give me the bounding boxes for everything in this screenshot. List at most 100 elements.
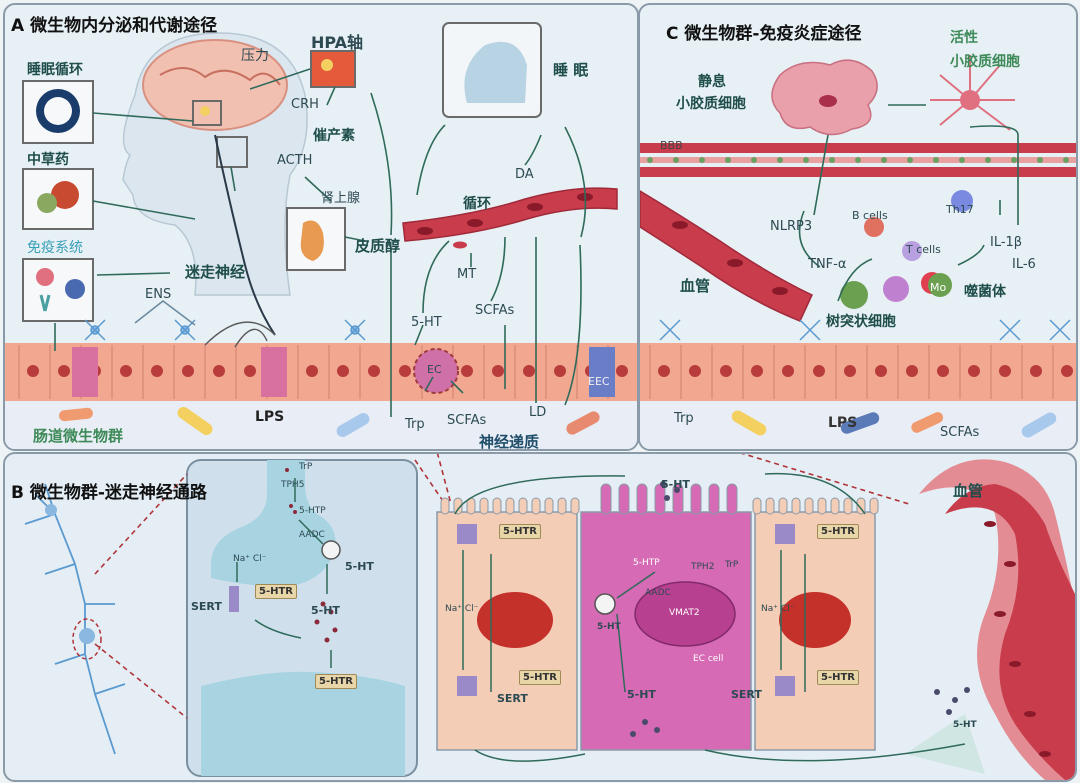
bbb-lower	[640, 167, 1076, 177]
presynaptic-terminal	[211, 460, 336, 587]
panel-c-illustration	[640, 55, 1076, 449]
panel-b-title: B 微生物群-迷走神经通路	[11, 483, 207, 503]
tnfa-label: TNF-α	[808, 257, 847, 272]
pressure-label: 压力	[241, 48, 269, 64]
vagus-neuron	[24, 483, 126, 755]
5ht-label: 5-HT	[411, 315, 442, 330]
5htp-label: 5-HTP	[299, 506, 326, 516]
5ht-top-label: 5-HT	[661, 478, 690, 491]
mo-label: Mo	[930, 281, 947, 294]
5ht-vessel-label: 5-HT	[953, 720, 977, 730]
aadc-label: AADC	[299, 530, 325, 540]
na-cl-right-label: Na⁺ Cl⁻	[761, 604, 795, 614]
resting-microglia-label: 小胶质细胞	[676, 96, 746, 112]
panel-b-vagus-pathway: B 微生物群-迷走神经通路 TrP TPH5 5-HTP AADC Na⁺ Cl…	[3, 452, 1077, 782]
5ht-lower-label: 5-HT	[627, 688, 656, 701]
scfas-lower-label: SCFAs	[447, 413, 487, 428]
mt-label: MT	[457, 267, 477, 282]
panel-c-title: C 微生物群-免疫炎症途径	[666, 24, 862, 44]
ens-bracket	[134, 300, 196, 326]
macrophage-label: 噬菌体	[964, 284, 1006, 300]
bbb-label: BBB	[660, 139, 683, 152]
nucleus-right	[779, 592, 851, 648]
ens-label: ENS	[145, 287, 172, 302]
vagus-label: 迷走神经	[185, 263, 246, 281]
gut-microbiota-label: 肠道微生物群	[33, 427, 124, 445]
macrophage-cell	[928, 273, 952, 297]
scfas-label-c: SCFAs	[940, 425, 980, 440]
na-cl-label: Na⁺ Cl⁻	[233, 554, 267, 564]
5htr-left-tag: 5-HTR	[499, 524, 541, 539]
5htp-ec-label: 5-HTP	[633, 558, 660, 568]
th17-cell	[951, 190, 973, 212]
panel-b-illustration	[24, 454, 1075, 780]
th17-label: Th17	[946, 203, 974, 216]
immune-label: 免疫系统	[27, 240, 83, 256]
ld-label: LD	[529, 405, 547, 420]
hpa-axis-image	[310, 50, 356, 88]
adrenal-label: 肾上腺	[321, 191, 361, 206]
5ht-cleft-label: 5-HT	[311, 604, 340, 617]
sleep-label: 睡 眠	[553, 61, 589, 79]
brain	[142, 39, 288, 131]
active-microglia-label: 小胶质细胞	[950, 54, 1020, 70]
oxytocin-label: 催产素	[313, 128, 355, 144]
da-label: DA	[515, 167, 534, 182]
dendritic-label: 树突状细胞	[826, 314, 896, 330]
active-microglia	[930, 55, 1015, 131]
5htr-synapse-tag: 5-HTR	[255, 584, 297, 599]
eec-label: EEC	[588, 375, 610, 388]
vagus-nerve	[214, 134, 276, 336]
5htr-right-tag: 5-HTR	[817, 524, 859, 539]
sleep-cycle-label: 睡眠循环	[27, 62, 83, 78]
postsynaptic-membrane	[201, 671, 405, 776]
bcells-label: B cells	[852, 209, 888, 222]
vessel-label-c: 血管	[680, 277, 711, 295]
herbal-label: 中草药	[27, 152, 69, 168]
il6-label: IL-6	[1012, 257, 1036, 272]
na-cl-left-label: Na⁺ Cl⁻	[445, 604, 479, 614]
tph2-label: TPH2	[691, 562, 715, 572]
panel-c-immune-inflammation: C 微生物群-免疫炎症途径 静息 小胶质细胞 活性 小胶质细胞 BBB NLRP…	[638, 3, 1078, 451]
bbb-upper	[640, 143, 1076, 153]
dendritic-cell	[840, 281, 868, 309]
hypothalamus-box	[192, 100, 222, 126]
5htr-postsynaptic-tag: 5-HTR	[315, 674, 357, 689]
pituitary-box	[216, 136, 248, 168]
panel-a-endocrine-metabolic: A 微生物内分泌和代谢途径 HPA轴 压力 睡眠循环 中草药 免疫系统 CRH …	[3, 3, 639, 451]
il1b-label: IL-1β	[990, 235, 1023, 250]
b-cell	[864, 217, 884, 237]
sert-left-label: SERT	[497, 692, 528, 705]
circulation-label: 循环	[463, 196, 491, 212]
panel-a-illustration	[5, 22, 637, 449]
neurotransmitter-label: 神经递质	[479, 433, 540, 451]
trp-label-b: TrP	[299, 462, 313, 472]
lps-label: LPS	[255, 409, 285, 425]
acth-label: ACTH	[277, 153, 313, 168]
nlrp3-label: NLRP3	[770, 219, 813, 234]
sert-label: SERT	[191, 600, 222, 613]
panel-a-title: A 微生物内分泌和代谢途径	[11, 16, 218, 36]
circulation-vessel	[402, 187, 618, 242]
tph5-label: TPH5	[281, 480, 305, 490]
nucleus-left	[477, 592, 553, 648]
tcells-label: T cells	[906, 243, 941, 256]
sert-right-label: SERT	[731, 688, 762, 701]
hpa-axis-label: HPA轴	[311, 33, 364, 52]
vmat2-label: VMAT2	[669, 608, 700, 618]
enteroendocrine-cell	[261, 347, 287, 397]
ec-cell-highlight	[413, 348, 459, 394]
ec-cell-label: EC cell	[693, 654, 724, 664]
active-label: 活性	[950, 30, 978, 46]
ec-label: EC	[427, 363, 442, 376]
aadc-ec-label: AADC	[645, 588, 671, 598]
trp-label-c: Trp	[674, 411, 694, 426]
resting-label: 静息	[698, 74, 726, 90]
5ht-presynaptic-label: 5-HT	[345, 560, 374, 573]
scfas-upper-label: SCFAs	[475, 303, 515, 318]
ec-nucleus	[634, 581, 736, 647]
trp-label: Trp	[405, 417, 425, 432]
blood-vessel-c	[640, 190, 813, 322]
vessel-label-b: 血管	[953, 482, 984, 500]
t-cell	[902, 241, 922, 261]
